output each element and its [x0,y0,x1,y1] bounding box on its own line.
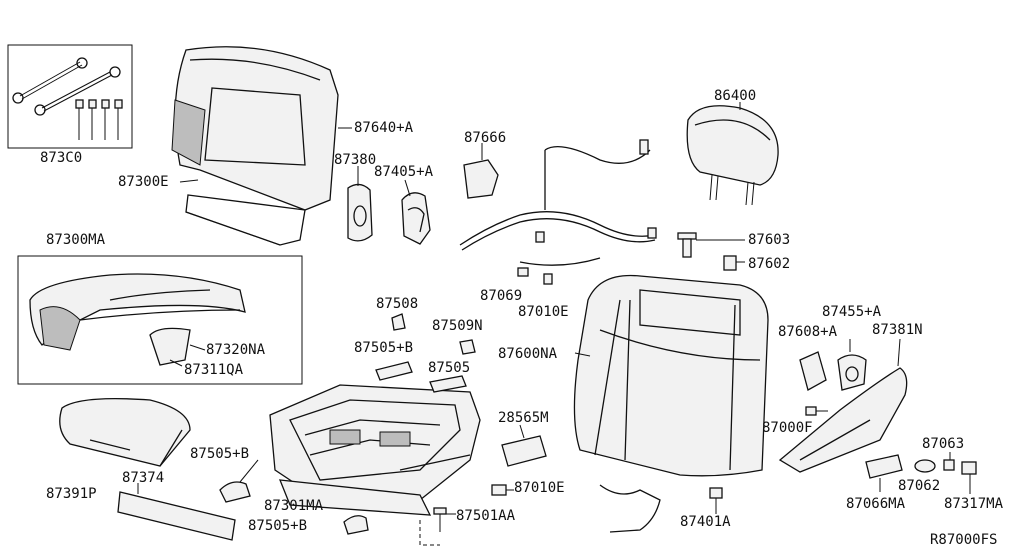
label-87320na: 87320NA [206,342,266,358]
label-87069: 87069 [480,288,523,304]
seat-back-cushion [573,274,769,477]
label-87505b-bot: 87505+B [248,518,308,534]
part-87505b-top [375,361,413,381]
part-87505b-mid [219,481,251,503]
seat-back-frame [171,46,339,246]
label-87405a: 87405+A [374,164,434,180]
label-87317ma: 87317MA [944,496,1004,512]
label-87391p: 87391P [46,486,97,502]
part-87505b-bot [343,515,369,535]
part-87501aa [433,507,447,515]
label-87301ma: 87301MA [264,498,324,514]
part-87062 [914,459,936,473]
label-87000f: 87000F [762,420,813,436]
label-87505b-top: 87505+B [354,340,414,356]
label-87374: 87374 [122,470,165,486]
part-87666 [463,159,499,199]
label-87401a: 87401A [680,514,731,530]
label-87380: 87380 [334,152,377,168]
part-87455a [837,354,867,391]
label-87010e-bot: 87010E [514,480,565,496]
label-87505b-mid: 87505+B [190,446,250,462]
label-87666: 87666 [464,130,507,146]
headrest [686,105,779,206]
part-87063 [943,459,955,471]
part-87010e-bot [491,484,507,496]
label-87300ma: 87300MA [46,232,106,248]
label-87640a: 87640+A [354,120,414,136]
label-87300e: 87300E [118,174,169,190]
label-87010e-top: 87010E [518,304,569,320]
part-87405a [401,192,431,245]
label-873c0: 873C0 [40,150,83,166]
part-87066ma [865,454,903,479]
label-87062: 87062 [898,478,941,494]
label-87501aa: 87501AA [456,508,516,524]
part-87380 [347,183,373,242]
seat-cushion-pad [29,273,246,366]
wiring-harness [459,139,657,285]
label-87509n: 87509N [432,318,483,334]
label-87311qa: 87311QA [184,362,244,378]
87300ma-box [17,255,303,385]
part-87603 [677,232,697,240]
part-87508 [391,313,406,331]
label-87603: 87603 [748,232,791,248]
label-87063: 87063 [922,436,965,452]
label-87602: 87602 [748,256,791,272]
part-87374 [117,491,236,541]
label-87505: 87505 [428,360,471,376]
873c0-rods [12,57,123,140]
label-87608a: 87608+A [778,324,838,340]
reference-code: R87000FS [930,532,998,548]
part-87505 [429,375,467,393]
label-86400: 86400 [714,88,757,104]
label-87600na: 87600NA [498,346,558,362]
part-87509n [459,339,476,355]
part-87391p [59,397,191,467]
label-87381n: 87381N [872,322,923,338]
part-87317ma [961,461,977,475]
label-87455a: 87455+A [822,304,882,320]
part-87381n [778,367,908,473]
part-87608a [799,351,827,391]
seat-frame [269,384,481,516]
part-28565m [501,435,547,467]
873c0-kit-box [7,44,133,149]
leader-87300e [179,179,199,183]
label-28565m: 28565M [498,410,549,426]
part-87401a-wire [599,484,661,533]
label-87066ma: 87066MA [846,496,906,512]
label-87508: 87508 [376,296,419,312]
part-87000f [805,406,817,416]
part-87602 [723,255,737,271]
